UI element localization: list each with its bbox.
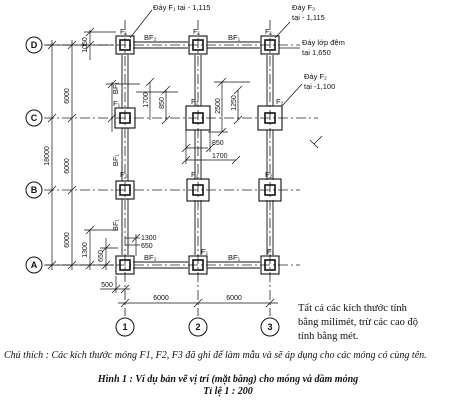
axis-bubbles bbox=[25, 36, 280, 337]
label-f1-d1: F₁ bbox=[120, 27, 128, 36]
axis-label-a: A bbox=[31, 260, 38, 270]
axis-label-d: D bbox=[31, 40, 38, 50]
label-bf1-col1-mid: BF₁ bbox=[111, 153, 120, 166]
label-bf2-d12: BF₂ bbox=[144, 33, 157, 42]
label-f1-c1: F₁ bbox=[113, 99, 121, 108]
axis-label-b: B bbox=[31, 185, 38, 195]
dim-1700-left: 1700 bbox=[143, 92, 150, 108]
footing-d3 bbox=[260, 35, 280, 55]
axis-label-3: 3 bbox=[267, 322, 272, 332]
footing-d2 bbox=[188, 35, 208, 55]
dim-left-18000: 18000 bbox=[44, 146, 51, 166]
label-bf1-a23: BF₁ bbox=[228, 253, 241, 262]
label-bf1-col1-bot: BF₁ bbox=[111, 218, 120, 231]
label-f1-d3: F₁ bbox=[265, 27, 273, 36]
callout-f2-bottom-l1: Đáy F₂ bbox=[304, 72, 327, 81]
grid-lines bbox=[44, 20, 318, 316]
footing-c1 bbox=[114, 107, 136, 129]
dim-left-6000-top: 6000 bbox=[64, 88, 71, 104]
dim-left-6000-bot: 6000 bbox=[64, 232, 71, 248]
dim-1300-horizontal: 1300 bbox=[141, 235, 157, 242]
footing-b3 bbox=[258, 178, 282, 202]
foundation-beams bbox=[121, 41, 274, 269]
dim-2500: 2500 bbox=[215, 98, 222, 114]
units-note-line-3: tính bằng mét. bbox=[298, 331, 359, 342]
foundation-plan-drawing: D C B A 1 2 3 6000 6000 6000 18000 bbox=[25, 3, 345, 337]
footing-c2 bbox=[185, 105, 211, 131]
callout-f2-bottom-l2: tại -1,100 bbox=[304, 82, 335, 91]
units-note-line-1: Tất cả các kích thước tính bbox=[298, 303, 407, 314]
label-f2-b2: F₂ bbox=[191, 170, 199, 179]
axis-label-c: C bbox=[31, 113, 38, 123]
dim-1300-vertical: 1300 bbox=[82, 242, 89, 258]
footing-a2 bbox=[188, 255, 208, 275]
footing-b2 bbox=[186, 178, 210, 202]
callout-f3-bottom-l1: Đáy F₃ bbox=[292, 3, 315, 12]
axis-label-1: 1 bbox=[122, 322, 127, 332]
label-f1-a3: F₁ bbox=[267, 247, 275, 256]
dim-500: 500 bbox=[101, 282, 113, 289]
label-f3-b1: F₃ bbox=[120, 170, 128, 179]
label-f1-a2: F₁ bbox=[201, 247, 209, 256]
label-bf2-a12: BF₂ bbox=[144, 253, 157, 262]
callout-bedding-l1: Đáy lớp đệm bbox=[302, 38, 345, 47]
axis-label-2: 2 bbox=[195, 322, 200, 332]
dim-bottom-6000-a: 6000 bbox=[153, 295, 169, 302]
footings bbox=[114, 35, 283, 275]
dim-bottom-6000-b: 6000 bbox=[226, 295, 242, 302]
dim-left-6000-mid: 6000 bbox=[64, 158, 71, 174]
bottom-dimension-lines bbox=[100, 276, 278, 308]
label-f2-c3: F₂ bbox=[276, 97, 284, 106]
footing-c3 bbox=[257, 105, 283, 131]
figure-title: Hình 1 : Ví dụ bản vẽ vị trí (mặt bằng) … bbox=[97, 374, 359, 385]
units-note-line-2: bằng milimét, trừ các cao độ bbox=[298, 317, 418, 328]
label-f2-b3: F₂ bbox=[265, 170, 273, 179]
dim-1700-right: 1700 bbox=[212, 153, 228, 160]
label-bf1-col1-top: BF₁ bbox=[111, 81, 120, 94]
footing-a1 bbox=[115, 255, 135, 275]
dim-650-vertical: 650 bbox=[98, 250, 105, 262]
callout-bedding-l2: tại 1,650 bbox=[302, 48, 331, 57]
units-note: Tất cả các kích thước tính bằng milimét,… bbox=[298, 302, 450, 344]
label-f1-d2: F₁ bbox=[193, 27, 201, 36]
footing-a3 bbox=[260, 255, 280, 275]
callout-f1-bottom: Đáy F₁ tại - 1,115 bbox=[153, 3, 210, 12]
footing-d1 bbox=[115, 35, 135, 55]
dim-850-right: 850 bbox=[212, 140, 224, 147]
left-dimension-lines bbox=[46, 27, 140, 270]
footing-b1 bbox=[115, 180, 135, 200]
label-bf1-d23: BF₁ bbox=[228, 33, 241, 42]
dim-1250: 1250 bbox=[231, 95, 238, 111]
callout-f3-bottom-l2: tại - 1,115 bbox=[292, 13, 325, 22]
dim-1050: 1050 bbox=[82, 37, 89, 53]
caption-note: Chú thích : Các kích thước móng F1, F2, … bbox=[4, 350, 427, 361]
dim-850-left: 850 bbox=[159, 97, 166, 109]
figure-scale: Tỉ lệ 1 : 200 bbox=[203, 386, 253, 397]
dim-650-horizontal: 650 bbox=[141, 243, 153, 250]
label-f2-c2: F₂ bbox=[191, 97, 199, 106]
callout-leaders bbox=[129, 9, 323, 149]
